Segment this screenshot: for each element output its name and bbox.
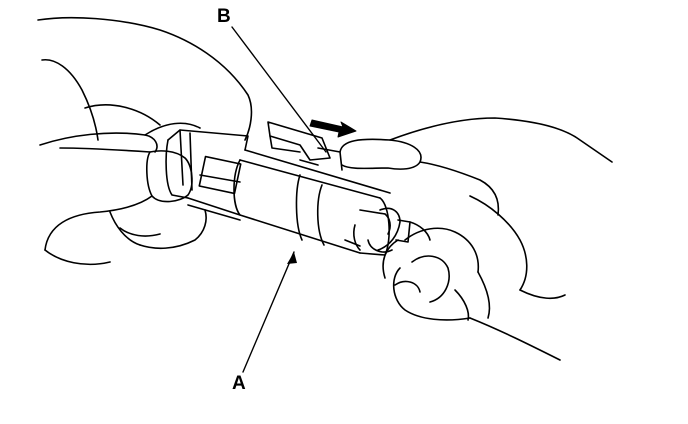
left-hand xyxy=(37,16,253,266)
callout-a-arrowhead xyxy=(287,252,297,264)
connector-a xyxy=(165,121,411,256)
right-hand xyxy=(339,117,613,361)
callout-b-label: B xyxy=(217,6,231,27)
callout-a-label: A xyxy=(232,373,246,394)
callout-a-leader xyxy=(242,251,295,373)
callout-b-leader xyxy=(231,26,327,153)
pull-direction-arrow-icon xyxy=(309,119,357,138)
